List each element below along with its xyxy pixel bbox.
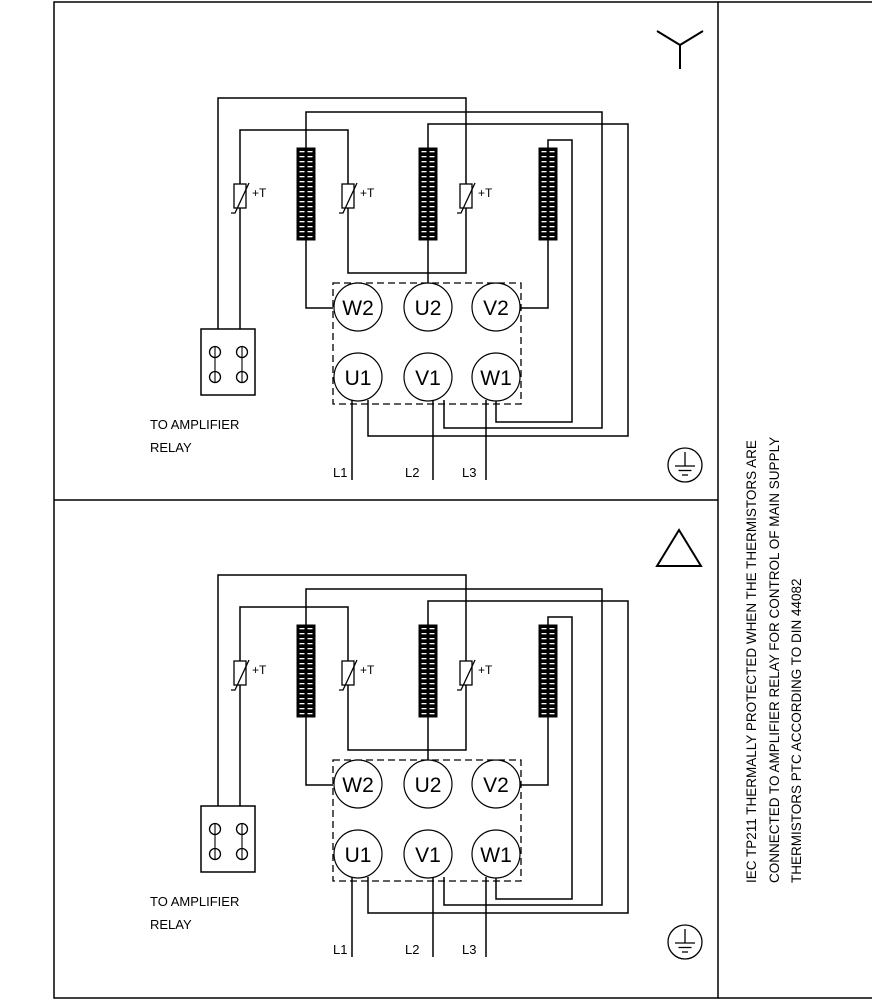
- thermistor-label: +T: [252, 663, 267, 677]
- thermistor-label: +T: [478, 186, 493, 200]
- terminal-label: V2: [483, 297, 509, 320]
- note-line-3: THERMISTORS PTC ACCORDING TO DIN 44082: [789, 578, 804, 883]
- thermistor-label: +T: [252, 186, 267, 200]
- relay-label: RELAY: [150, 440, 192, 455]
- line-label-l3: L3: [462, 942, 476, 957]
- thermistor-label: +T: [360, 186, 375, 200]
- line-label-l1: L1: [333, 465, 347, 480]
- relay-label: RELAY: [150, 917, 192, 932]
- panel-star: +T +T +T W2 U2 V2 U1 V1 W1 TO AMPLIFIER …: [150, 30, 704, 482]
- drawing-frame: [53, 1, 872, 999]
- terminal-label: W1: [480, 844, 512, 867]
- terminal-label: V1: [415, 367, 441, 390]
- relay-label: TO AMPLIFIER: [150, 894, 239, 909]
- relay-label: TO AMPLIFIER: [150, 417, 239, 432]
- terminal-label: U2: [415, 297, 442, 320]
- note-line-2: CONNECTED TO AMPLIFIER RELAY FOR CONTROL…: [767, 437, 782, 883]
- terminal-label: W2: [342, 774, 374, 797]
- terminal-label: U1: [345, 844, 372, 867]
- line-label-l2: L2: [405, 465, 419, 480]
- terminal-label: W2: [342, 297, 374, 320]
- terminal-label: W1: [480, 367, 512, 390]
- terminal-label: V2: [483, 774, 509, 797]
- terminal-label: V1: [415, 844, 441, 867]
- note-line-1: IEC TP211 THERMALLY PROTECTED WHEN THE T…: [744, 440, 759, 883]
- star-connection-icon: [656, 30, 704, 69]
- panel-delta: +T +T +T W2 U2 V2 U1 V1 W1 TO AMPLIFIER …: [150, 528, 703, 959]
- line-label-l3: L3: [462, 465, 476, 480]
- terminal-label: U1: [345, 367, 372, 390]
- line-label-l1: L1: [333, 942, 347, 957]
- delta-connection-icon: [655, 528, 703, 567]
- thermistor-label: +T: [478, 663, 493, 677]
- thermistor-label: +T: [360, 663, 375, 677]
- line-label-l2: L2: [405, 942, 419, 957]
- terminal-label: U2: [415, 774, 442, 797]
- thermal-protection-note: IEC TP211 THERMALLY PROTECTED WHEN THE T…: [744, 437, 804, 883]
